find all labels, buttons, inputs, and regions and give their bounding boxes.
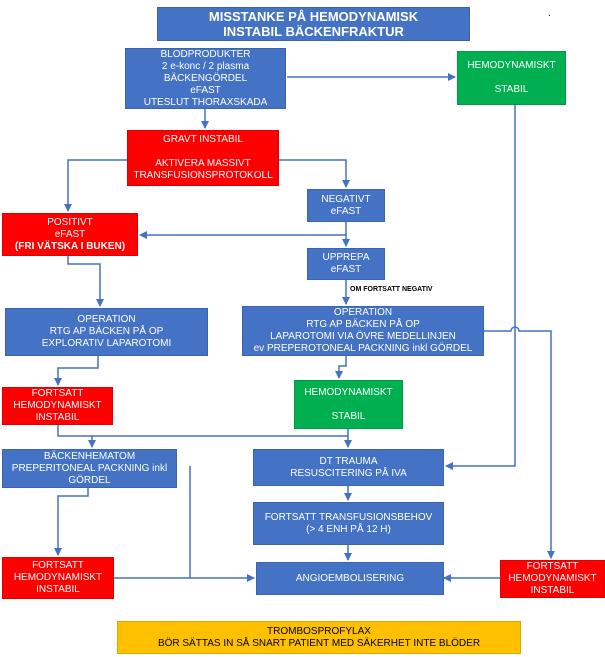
box-text: HEMODYNAMISKT <box>304 386 393 398</box>
title-line-1: MISSTANKE PÅ HEMODYNAMISK <box>208 9 419 24</box>
box-text: DT TRAUMA <box>319 455 378 467</box>
box-operation-right: OPERATION RTG AP BÄCKEN PÅ OP LAPAROTOMI… <box>242 306 484 356</box>
box-text <box>510 72 513 84</box>
box-text: POSITIVT <box>47 216 93 228</box>
arrow-gravt-to-negativt <box>279 159 350 188</box>
box-text: eFAST <box>54 228 86 240</box>
box-text: GÖRDEL <box>68 474 111 486</box>
box-dt-trauma: DT TRAUMA RESUSCITERING PÅ IVA <box>253 449 444 486</box>
box-text: FORTSATT <box>526 561 579 572</box>
box-text: 2 e-konc / 2 plasma <box>161 60 250 72</box>
arrow-gravt-to-positivt <box>64 159 127 212</box>
box-text: HEMODYNAMISKT <box>13 400 102 411</box>
box-text: FORTSATT TRANSFUSIONSBEHOV <box>264 511 433 523</box>
box-text: FORTSATT <box>31 388 84 399</box>
box-transfusionsbehov: FORTSATT TRANSFUSIONSBEHOV (> 4 ENH PÅ 1… <box>253 502 444 545</box>
box-text: INSTABIL <box>530 585 575 596</box>
box-text: HEMODYNAMISKT <box>467 60 556 71</box>
box-positivt-efast: POSITIVT eFAST (FRI VÄTSKA I BUKEN) <box>2 213 138 256</box>
box-text: LAPAROTOMI VIA ÖVRE MEDELLINJEN <box>270 331 456 342</box>
box-negativt-efast: NEGATIVT eFAST <box>307 189 385 222</box>
title-line-2: INSTABIL BÄCKENFRAKTUR <box>223 24 404 39</box>
box-text: (FRI VÄTSKA I BUKEN) <box>14 240 126 252</box>
box-text: TRANSFUSIONSPROTOKOLL <box>133 170 273 181</box>
box-operation-left: OPERATION RTG AP BÄCKEN PÅ OP EXPLORATIV… <box>5 308 208 356</box>
diagram-title: MISSTANKE PÅ HEMODYNAMISK INSTABIL BÄCKE… <box>157 7 470 41</box>
box-text: HEMODYNAMISKT <box>13 572 103 583</box>
box-text: BÄCKENGÖRDEL <box>163 72 248 84</box>
box-text: BLODPRODUKTER <box>160 48 251 60</box>
box-text: eFAST <box>190 84 221 96</box>
arrow-backen-to-fortsattbl <box>54 488 89 556</box>
box-stabil-mid: HEMODYNAMISKT STABIL <box>294 380 403 429</box>
box-text: UPPREPA <box>322 252 370 263</box>
box-text: UTESLUT THORAXSKADA <box>143 96 268 108</box>
box-text: EXPLORATIV LAPAROTOMI <box>41 338 172 349</box>
box-text: OPERATION <box>77 314 136 325</box>
box-text: NEGATIVT <box>321 193 371 205</box>
box-fortsatt-instabil-bottom-left: FORTSATT HEMODYNAMISKT INSTABIL <box>2 557 114 599</box>
box-fortsatt-instabil-left: FORTSATT HEMODYNAMISKT INSTABIL <box>2 387 113 425</box>
arrow-positivt-to-oplayer <box>67 256 104 307</box>
box-text: (> 4 ENH PÅ 12 H) <box>306 523 391 535</box>
box-upprepa-efast: UPPREPA eFAST <box>307 248 385 280</box>
box-text: HEMODYNAMISKT <box>508 573 597 584</box>
box-text: FORTSATT <box>32 560 84 571</box>
box-fortsatt-instabil-bottom-right: FORTSATT HEMODYNAMISKT INSTABIL <box>500 560 605 598</box>
arrow-opleft-to-fortsatt <box>54 356 99 386</box>
box-text: RTG AP BÄCKEN PÅ OP <box>49 326 164 337</box>
box-text: GRAVT INSTABIL <box>162 134 244 145</box>
box-text: eFAST <box>330 264 362 275</box>
arrow-opright-to-stabilmid <box>335 356 347 379</box>
box-text: PREPERITONEAL PACKNING inkl <box>11 462 168 474</box>
box-text: TROMBOSPROFYLAX <box>267 625 371 637</box>
box-angioembolisering: ANGIOEMBOLISERING <box>256 562 444 595</box>
box-text: eFAST <box>330 205 362 217</box>
box-text: ev PREPEROTONEAL PACKNING inkl GÖRDEL <box>253 343 473 354</box>
arrow-opright-to-fortsattbr <box>484 326 555 559</box>
box-gravt-instabil: GRAVT INSTABIL AKTIVERA MASSIVT TRANSFUS… <box>127 130 279 186</box>
box-text: INSTABIL <box>36 584 80 595</box>
arrow-negativt-to-positivt <box>139 222 347 239</box>
box-text: RESUSCITERING PÅ IVA <box>290 467 407 479</box>
box-blodprodukter: BLODPRODUKTER 2 e-konc / 2 plasma BÄCKEN… <box>125 48 286 109</box>
box-text: BÖR SÄTTAS IN SÅ SNART PATIENT MED SÄKER… <box>157 637 481 649</box>
box-text: STABIL <box>331 410 366 422</box>
note-om-fortsatt-negativ: OM FORTSATT NEGATIV <box>350 286 433 293</box>
box-text: RTG AP BÄCKEN PÅ OP <box>306 319 420 330</box>
box-tromboprofylax: TROMBOSPROFYLAX BÖR SÄTTAS IN SÅ SNART P… <box>117 621 521 654</box>
box-text: INSTABIL <box>35 412 80 423</box>
box-text: STABIL <box>494 84 529 95</box>
box-text: AKTIVERA MASSIVT <box>155 158 251 169</box>
corner-dot: . <box>548 8 551 19</box>
box-text: ANGIOEMBOLISERING <box>295 572 405 584</box>
arrow-stabiltop-to-dt <box>445 105 516 470</box>
box-backenhematom: BÄCKENHEMATOM PREPERITONEAL PACKNING ink… <box>2 449 177 488</box>
box-text: OPERATION <box>333 307 393 318</box>
box-text <box>347 399 350 411</box>
box-text: BÄCKENHEMATOM <box>43 450 136 462</box>
box-text <box>202 146 205 158</box>
box-stabil-top: HEMODYNAMISKT STABIL <box>457 51 566 105</box>
arrow-fortsatt-to-backen <box>57 425 96 448</box>
